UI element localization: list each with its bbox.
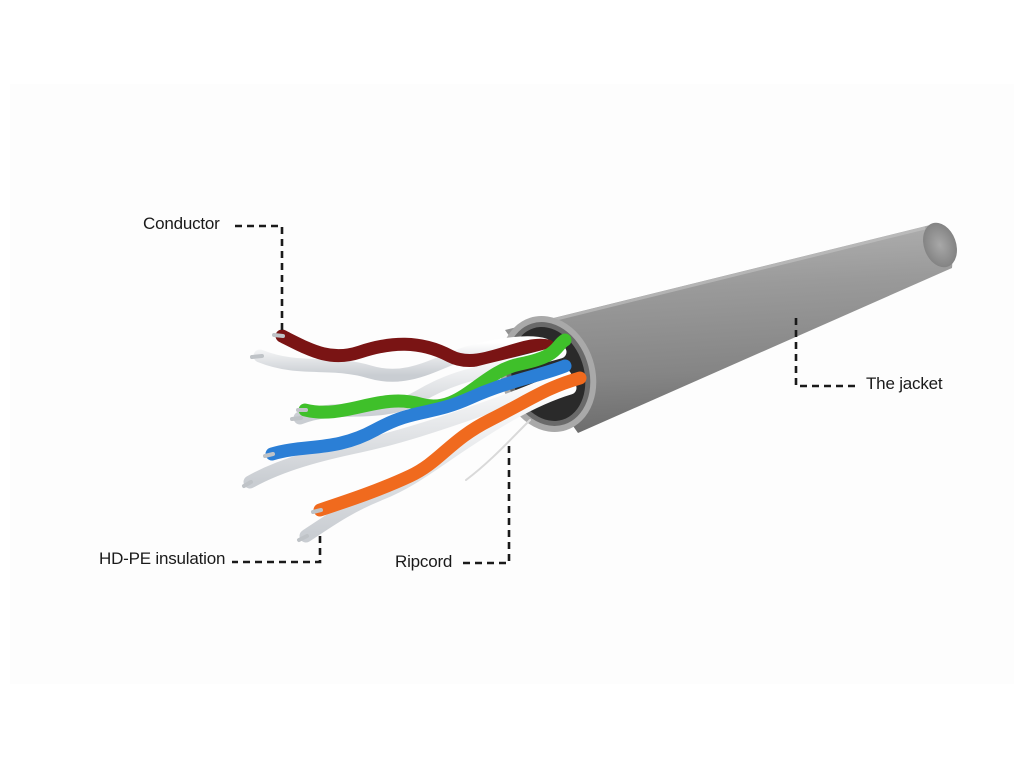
jacket-leader-line [794,318,856,388]
pair-orange-wire [313,371,587,517]
insulation-leader-line [232,536,322,564]
pair-brown-wire [275,329,555,367]
pair-blue-white-wire [243,369,572,489]
jacket-label: The jacket [866,374,943,393]
insulation-label: HD-PE insulation [99,549,226,568]
pair-brown-white-wire [253,336,552,382]
conductor-tips [242,333,323,542]
ripcord-thread [465,419,531,481]
pair-blue-wire [265,359,572,461]
ripcord-leader-line [458,446,511,565]
ripcord-label: Ripcord [395,552,453,571]
conductor-label: Conductor [143,214,220,233]
twisted-pairs [242,329,587,543]
conductor-leader-line [235,224,284,330]
